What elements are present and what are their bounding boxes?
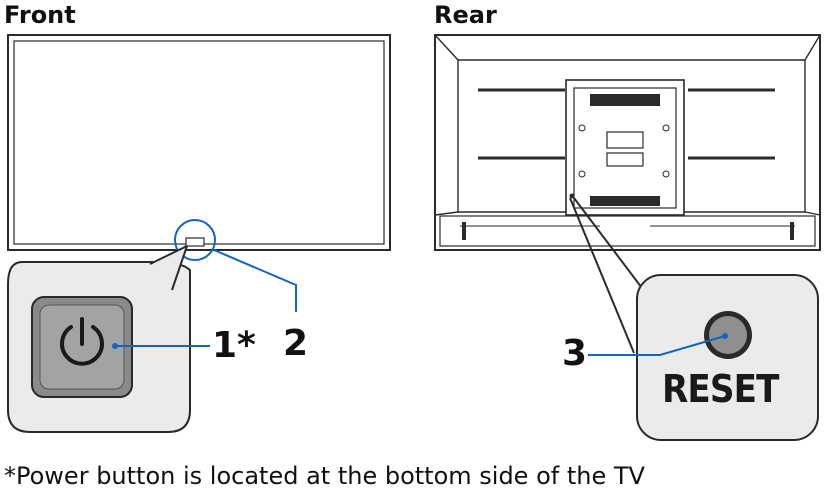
reset-hole-location (569, 193, 575, 199)
footnote: *Power button is located at the bottom s… (4, 462, 645, 490)
reset-inset (636, 274, 819, 441)
power-inset (7, 245, 191, 433)
callout-indicator: 2 (283, 323, 309, 364)
front-tv (7, 34, 391, 261)
reset-leader-left (569, 197, 635, 354)
leader-line-1-dot (112, 343, 118, 349)
vent-bottom (590, 196, 660, 206)
leader-line-3 (588, 335, 726, 356)
indicator-circle (174, 219, 216, 261)
leader-line-3-dot (722, 333, 728, 339)
label-box-top (606, 131, 644, 149)
power-inset-pointer (150, 246, 187, 290)
reset-button-inner (709, 316, 747, 354)
rear-title: Rear (434, 1, 497, 29)
callout-power: 1* (212, 325, 256, 366)
leader-line-2 (213, 249, 297, 312)
rear-bottom-strip (439, 215, 816, 247)
label-box-bottom (606, 152, 644, 167)
reset-button-label: RESET (662, 367, 779, 411)
front-tv-screen (13, 40, 385, 245)
callout-reset: 3 (562, 333, 588, 374)
reset-leader-right (573, 197, 649, 297)
front-title: Front (4, 1, 76, 29)
rear-tv (434, 34, 821, 251)
power-icon (60, 317, 104, 366)
vent-top (590, 94, 660, 106)
power-button-location (185, 237, 205, 247)
